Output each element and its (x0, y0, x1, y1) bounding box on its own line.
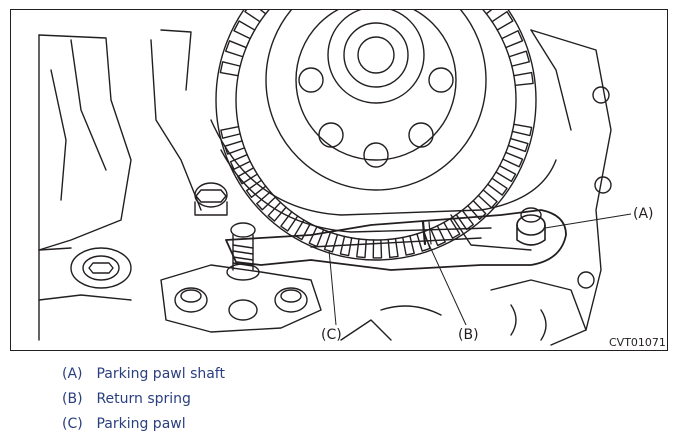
gear-tooth (495, 165, 517, 183)
gear-tooth (507, 137, 529, 153)
legend-label: Parking pawl (96, 416, 186, 432)
legend-key: (A) (62, 366, 83, 382)
gear-tooth (256, 191, 276, 211)
gear-tooth (430, 225, 446, 247)
gear-tooth (225, 40, 247, 58)
gear-tooth (293, 219, 311, 241)
return-spring (421, 220, 427, 246)
diagram-frame: (A) (B) (C) CVT01071 (10, 9, 668, 351)
gear-tooth (323, 231, 339, 253)
gear-tooth (443, 218, 461, 239)
callout-leaders (328, 213, 632, 326)
gear-tooth (508, 50, 531, 67)
gear-tooth (233, 20, 256, 40)
gear-tooth (280, 211, 299, 232)
gear-tooth (477, 189, 498, 209)
image-code: CVT01071 (609, 336, 666, 349)
gear-tooth (219, 61, 241, 77)
legend-label: Return spring (96, 391, 191, 407)
parking-pawl (225, 209, 567, 271)
gear-tooth (402, 235, 415, 256)
gear-teeth (219, 10, 534, 259)
legend: (A) Parking pawl shaft (B) Return spring… (62, 364, 225, 439)
gear-tooth (229, 154, 251, 170)
transmission-illustration (38, 10, 612, 346)
legend-item: (A) Parking pawl shaft (62, 364, 225, 389)
callout-b: (B) (458, 327, 479, 343)
gear-tooth (387, 237, 399, 259)
callout-a: (A) (633, 206, 654, 222)
leader-c (328, 249, 337, 326)
legend-key: (B) (62, 391, 83, 407)
gear-tooth (244, 10, 267, 23)
gear-tooth (356, 238, 367, 259)
legend-item: (C) Parking pawl (62, 414, 225, 439)
gear-tooth (245, 179, 267, 198)
legend-label: Parking pawl shaft (96, 366, 225, 382)
gear-tooth (501, 30, 524, 49)
leader-b (425, 237, 467, 326)
legend-item: (B) Return spring (62, 389, 225, 414)
gear-tooth (224, 140, 246, 155)
gear-tooth (491, 10, 514, 31)
gear-tooth (372, 239, 383, 259)
legend-key: (C) (62, 416, 83, 432)
gear-tooth (502, 151, 524, 168)
gear-tooth (220, 126, 241, 139)
gear-tooth (513, 71, 534, 87)
leader-a (544, 213, 632, 229)
callout-c: (C) (321, 327, 342, 343)
gear-tooth (487, 177, 508, 196)
gear-tooth (511, 123, 533, 137)
